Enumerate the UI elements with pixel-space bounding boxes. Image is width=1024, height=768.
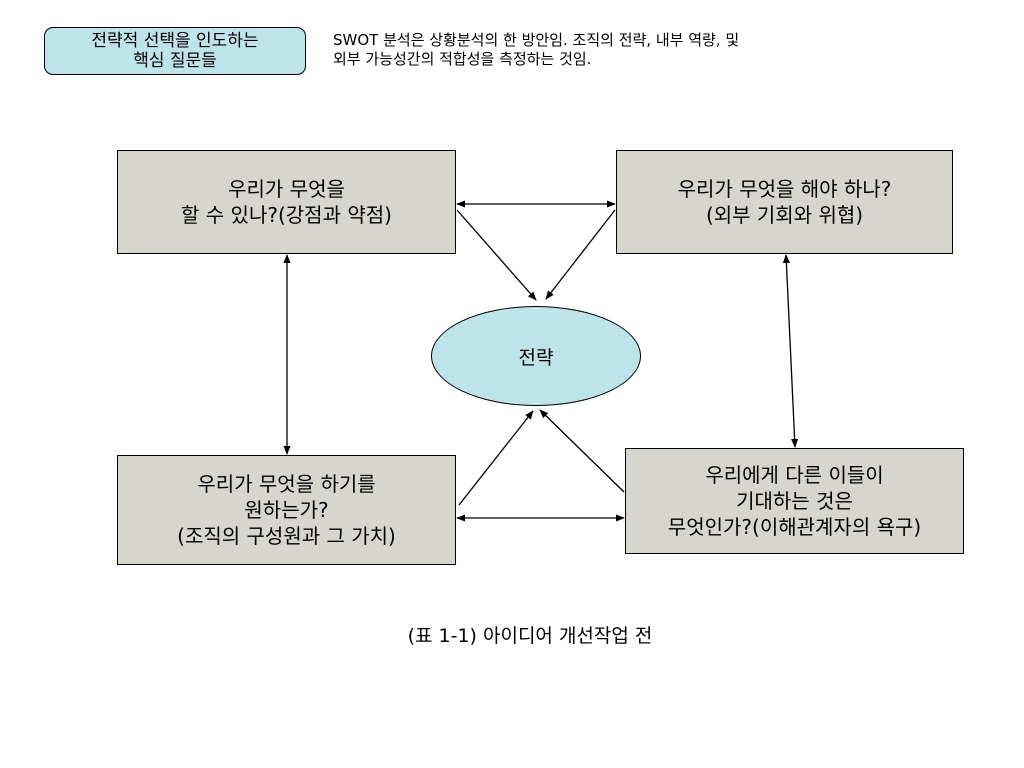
box-text-line: 우리가 무엇을 bbox=[228, 177, 345, 201]
box-stakeholder-needs: 우리에게 다른 이들이 기대하는 것은 무엇인가?(이해관계자의 욕구) bbox=[625, 448, 964, 554]
arrow-bottomleft-to-strategy bbox=[458, 410, 534, 506]
swot-description-line-1: SWOT 분석은 상황분석의 한 방안임. 조직의 전략, 내부 역량, 및 bbox=[333, 31, 740, 49]
figure-caption: (표 1-1) 아이디어 개선작업 전 bbox=[407, 625, 653, 647]
box-text-line: 우리가 무엇을 하기를 bbox=[197, 472, 376, 496]
swot-description: SWOT 분석은 상황분석의 한 방안임. 조직의 전략, 내부 역량, 및 외… bbox=[333, 31, 973, 69]
box-text-line: 우리가 무엇을 해야 하나? bbox=[677, 177, 892, 201]
key-questions-line-2: 핵심 질문들 bbox=[133, 51, 217, 71]
box-text-line: 기대하는 것은 bbox=[736, 489, 853, 513]
box-members-values: 우리가 무엇을 하기를 원하는가? (조직의 구성원과 그 가치) bbox=[117, 455, 456, 565]
key-questions-label: 전략적 선택을 인도하는 핵심 질문들 bbox=[44, 27, 306, 75]
arrow-topright-to-strategy bbox=[545, 209, 616, 300]
arrow-bottomright-to-strategy bbox=[539, 409, 625, 493]
box-text-line: (조직의 구성원과 그 가치) bbox=[177, 524, 396, 548]
box-text-line: 무엇인가?(이해관계자의 욕구) bbox=[667, 515, 922, 539]
box-strengths-weaknesses: 우리가 무엇을 할 수 있나?(강점과 약점) bbox=[117, 150, 456, 254]
box-opportunities-threats: 우리가 무엇을 해야 하나? (외부 기회와 위협) bbox=[616, 150, 953, 254]
box-text-line: 원하는가? bbox=[244, 498, 329, 522]
arrow-right-vertical bbox=[782, 254, 799, 448]
strategy-node: 전략 bbox=[431, 306, 641, 406]
box-text-line: 우리에게 다른 이들이 bbox=[705, 463, 884, 487]
box-text-line: (외부 기회와 위협) bbox=[705, 203, 864, 227]
key-questions-line-1: 전략적 선택을 인도하는 bbox=[91, 31, 259, 51]
box-text-line: 할 수 있나?(강점과 약점) bbox=[181, 203, 392, 227]
swot-description-line-2: 외부 가능성간의 적합성을 측정하는 것임. bbox=[333, 50, 592, 68]
strategy-label: 전략 bbox=[518, 346, 554, 369]
arrow-topleft-to-strategy bbox=[456, 209, 537, 301]
